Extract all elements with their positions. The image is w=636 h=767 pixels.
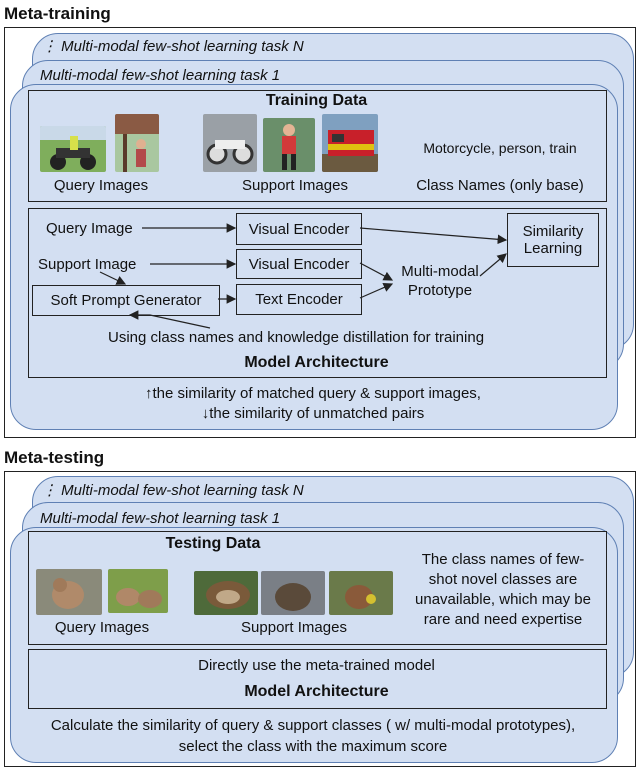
arrow-support-to-prompt: [99, 271, 127, 285]
support-image-node: Support Image: [38, 256, 137, 273]
novel-class-note: The class names of few- shot novel class…: [398, 550, 608, 630]
similarity-learning-line-2: Learning: [523, 240, 583, 257]
training-data-title: Training Data: [265, 92, 368, 109]
test-task-1-label: Multi-modal few-shot learning task 1: [40, 510, 281, 527]
test-model-architecture-box: [28, 649, 607, 709]
arrow-encoder2-to-prototype: [359, 262, 394, 281]
novel-note-line-3: unavailable, which may be: [415, 591, 591, 608]
support-image-otter-2: [261, 571, 325, 615]
support-images-label: Support Images: [242, 177, 348, 194]
testing-data-title: Testing Data: [165, 535, 261, 552]
task-1-label: Multi-modal few-shot learning task 1: [40, 67, 281, 84]
query-images-label: Query Images: [53, 177, 149, 194]
objective-line-1: ↑the similarity of matched query & suppo…: [145, 385, 481, 402]
test-query-images-label: Query Images: [54, 619, 150, 636]
support-image-otter-1: [194, 571, 258, 615]
arrow-text-to-prototype: [359, 282, 394, 299]
arrow-distillation-to-prompt: [128, 310, 211, 329]
similarity-learning-line-1: Similarity: [522, 223, 584, 240]
prototype-line-2: Prototype: [407, 282, 473, 299]
support-image-person: [263, 118, 315, 172]
query-image-motorcycle: [40, 126, 106, 172]
meta-testing-title: Meta-testing: [4, 448, 105, 467]
prototype-line-1: Multi-modal: [401, 263, 479, 280]
ellipsis-icon: ⋮: [42, 38, 57, 55]
calc-line-2: select the class with the maximum score: [178, 738, 448, 755]
test-support-images-label: Support Images: [241, 619, 347, 636]
support-image-motorcycle: [203, 114, 257, 172]
meta-training-title: Meta-training: [4, 4, 111, 23]
test-task-n-label: ⋮ Multi-modal few-shot learning task N: [42, 482, 304, 499]
visual-encoder-1: Visual Encoder: [236, 213, 362, 245]
test-model-architecture-title: Model Architecture: [244, 683, 389, 700]
class-names-label: Class Names (only base): [416, 177, 584, 194]
query-image-rabbits: [108, 569, 168, 613]
soft-prompt-generator: Soft Prompt Generator: [32, 285, 220, 316]
objective-line-2: ↓the similarity of unmatched pairs: [201, 405, 425, 422]
direct-use-text: Directly use the meta-trained model: [198, 657, 435, 674]
support-image-train: [322, 114, 378, 172]
novel-note-line-1: The class names of few-: [421, 551, 585, 568]
arrow-encoder1-to-similarity: [359, 227, 508, 245]
text-encoder: Text Encoder: [236, 284, 362, 315]
task-n-label: ⋮ Multi-modal few-shot learning task N: [42, 38, 304, 55]
class-names-text: Motorcycle, person, train: [423, 140, 577, 156]
novel-note-line-4: rare and need expertise: [423, 611, 583, 628]
support-image-squirrel: [329, 571, 393, 615]
similarity-learning: Similarity Learning: [507, 213, 599, 267]
query-image-person: [115, 114, 159, 172]
model-architecture-title: Model Architecture: [244, 354, 389, 371]
arrow-prototype-to-similarity: [479, 253, 507, 277]
calc-line-1: Calculate the similarity of query & supp…: [50, 717, 576, 734]
visual-encoder-2: Visual Encoder: [236, 249, 362, 279]
query-image-squirrel: [36, 569, 102, 615]
novel-note-line-2: shot novel classes are: [428, 571, 578, 588]
multimodal-prototype-label: Multi-modal Prototype: [392, 262, 488, 300]
distillation-note: Using class names and knowledge distilla…: [108, 329, 485, 346]
query-image-node: Query Image: [46, 220, 133, 237]
ellipsis-icon: ⋮: [42, 482, 57, 499]
